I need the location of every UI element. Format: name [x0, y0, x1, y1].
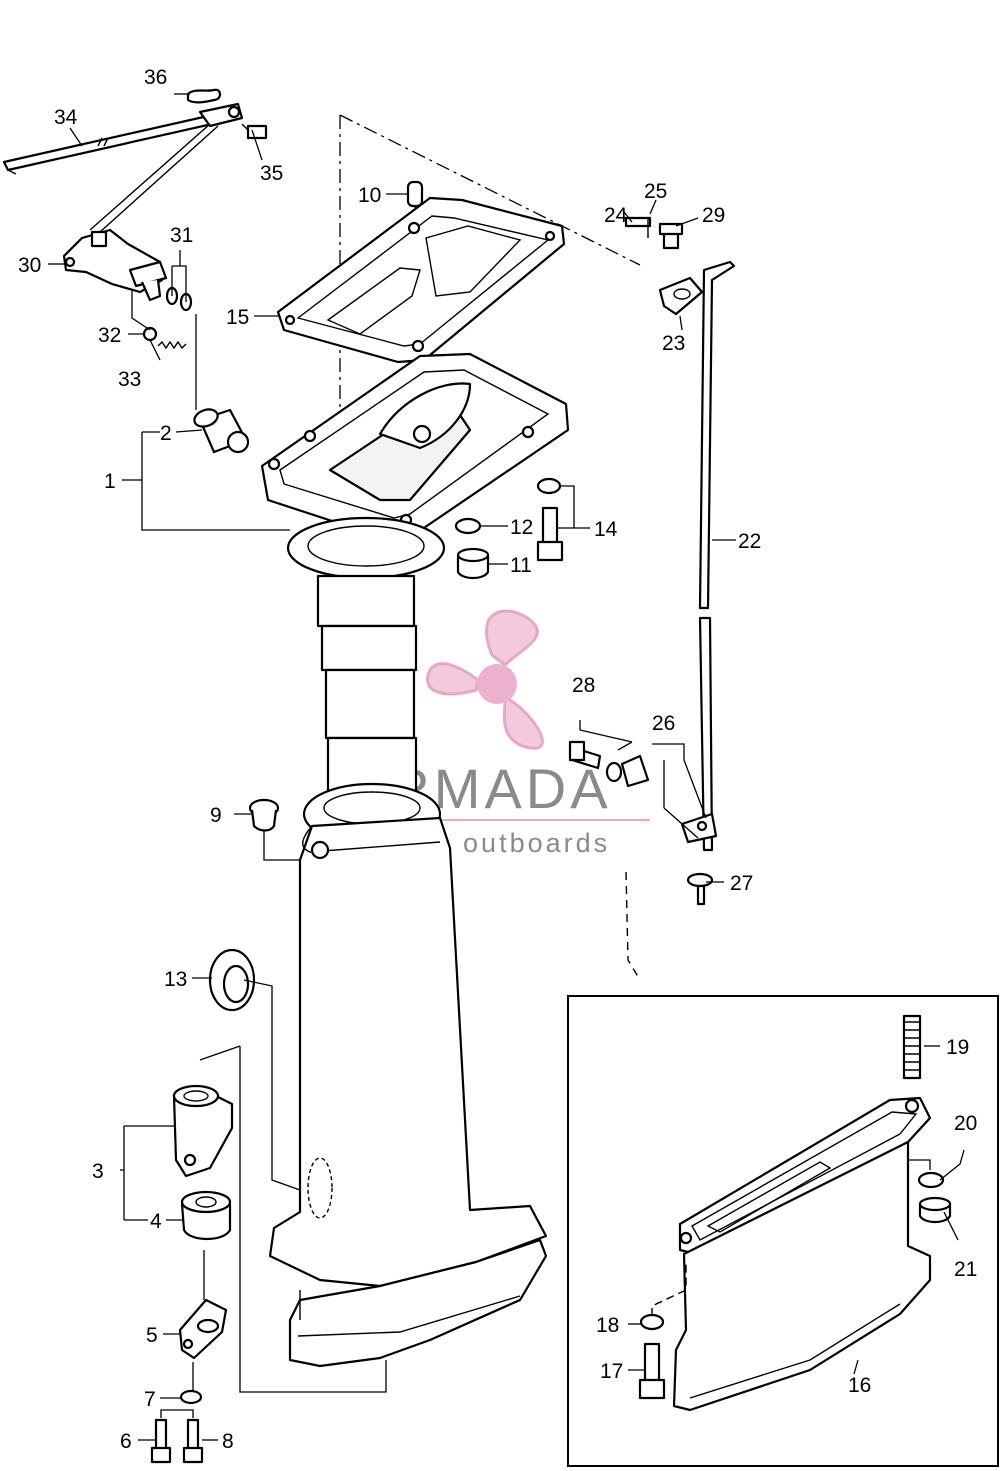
callout-31: 31	[170, 224, 193, 247]
callout-25: 25	[644, 180, 667, 203]
connector-26	[620, 754, 718, 844]
rod-extension-dashed	[625, 871, 641, 981]
bolt-14	[536, 506, 564, 562]
washer-20	[917, 1171, 945, 1189]
lever-23	[658, 276, 704, 316]
callout-8: 8	[222, 1430, 234, 1453]
gasket-15	[276, 196, 566, 364]
shift-rod-34	[2, 102, 244, 233]
callout-16: 16	[848, 1374, 871, 1397]
callout-12: 12	[510, 516, 533, 539]
callout-labels: 1 2 3 4 5 6 7 8 9 10 11 12 13 14 15 16 1…	[18, 66, 977, 1453]
driveshaft-housing-body	[268, 816, 548, 1368]
washer-14	[536, 477, 562, 495]
bracket-3	[172, 1084, 234, 1178]
callout-10: 10	[358, 184, 381, 207]
bushing-2	[193, 408, 250, 454]
inset-axis	[651, 1264, 687, 1316]
lower-casing-16	[672, 1096, 932, 1412]
callout-9: 9	[210, 804, 222, 827]
callout-32: 32	[98, 324, 121, 347]
clip-36	[186, 88, 222, 104]
callout-6: 6	[120, 1430, 132, 1453]
plate-5	[178, 1298, 228, 1360]
spring-33	[157, 340, 187, 350]
bolt-6	[150, 1418, 172, 1464]
callout-29: 29	[702, 204, 725, 227]
callout-21: 21	[954, 1258, 977, 1281]
callout-34: 34	[54, 106, 78, 129]
callout-19: 19	[946, 1036, 969, 1059]
bolt-29	[658, 222, 684, 250]
callout-35: 35	[260, 162, 283, 185]
callout-11: 11	[510, 554, 532, 577]
bolt-17	[638, 1342, 666, 1400]
washer-7	[179, 1389, 203, 1405]
callout-7: 7	[144, 1388, 156, 1411]
callout-33: 33	[118, 368, 141, 391]
callout-27: 27	[730, 872, 753, 895]
callout-28: 28	[572, 674, 595, 697]
callout-2: 2	[160, 422, 172, 445]
propeller-logo-icon	[425, 609, 544, 750]
washer-18	[639, 1313, 665, 1331]
callout-13: 13	[164, 968, 187, 991]
grommet-27	[686, 872, 714, 906]
dowel-pin-10	[406, 180, 424, 208]
callout-18: 18	[596, 1314, 619, 1337]
callout-5: 5	[146, 1324, 158, 1347]
callout-24: 24	[604, 204, 628, 227]
bolt-28	[568, 740, 623, 783]
mount-nut-4	[180, 1190, 232, 1241]
bolt-24	[624, 216, 652, 228]
callout-3: 3	[92, 1160, 104, 1183]
inset-frame	[567, 995, 999, 1467]
callout-23: 23	[662, 332, 685, 355]
grommet-9	[248, 798, 280, 832]
callout-15: 15	[226, 306, 249, 329]
callout-14: 14	[594, 518, 618, 541]
stud-19	[902, 1014, 922, 1080]
nut-11	[456, 547, 490, 580]
bolt-35	[241, 123, 268, 140]
o-rings-31	[165, 286, 193, 312]
leader-lines	[48, 93, 965, 1441]
washer-12	[454, 517, 482, 535]
shift-shaft-30	[62, 228, 168, 302]
grommet-13	[208, 948, 256, 1012]
callout-17: 17	[600, 1360, 623, 1383]
bolt-8	[182, 1418, 204, 1464]
shift-rod-22	[698, 260, 736, 852]
callout-4: 4	[150, 1210, 162, 1233]
callout-26: 26	[652, 712, 675, 735]
callout-36: 36	[144, 66, 167, 89]
callout-20: 20	[954, 1112, 977, 1135]
callout-22: 22	[738, 530, 761, 553]
nut-21	[918, 1196, 952, 1224]
callout-1: 1	[104, 470, 116, 493]
callout-30: 30	[18, 254, 41, 277]
